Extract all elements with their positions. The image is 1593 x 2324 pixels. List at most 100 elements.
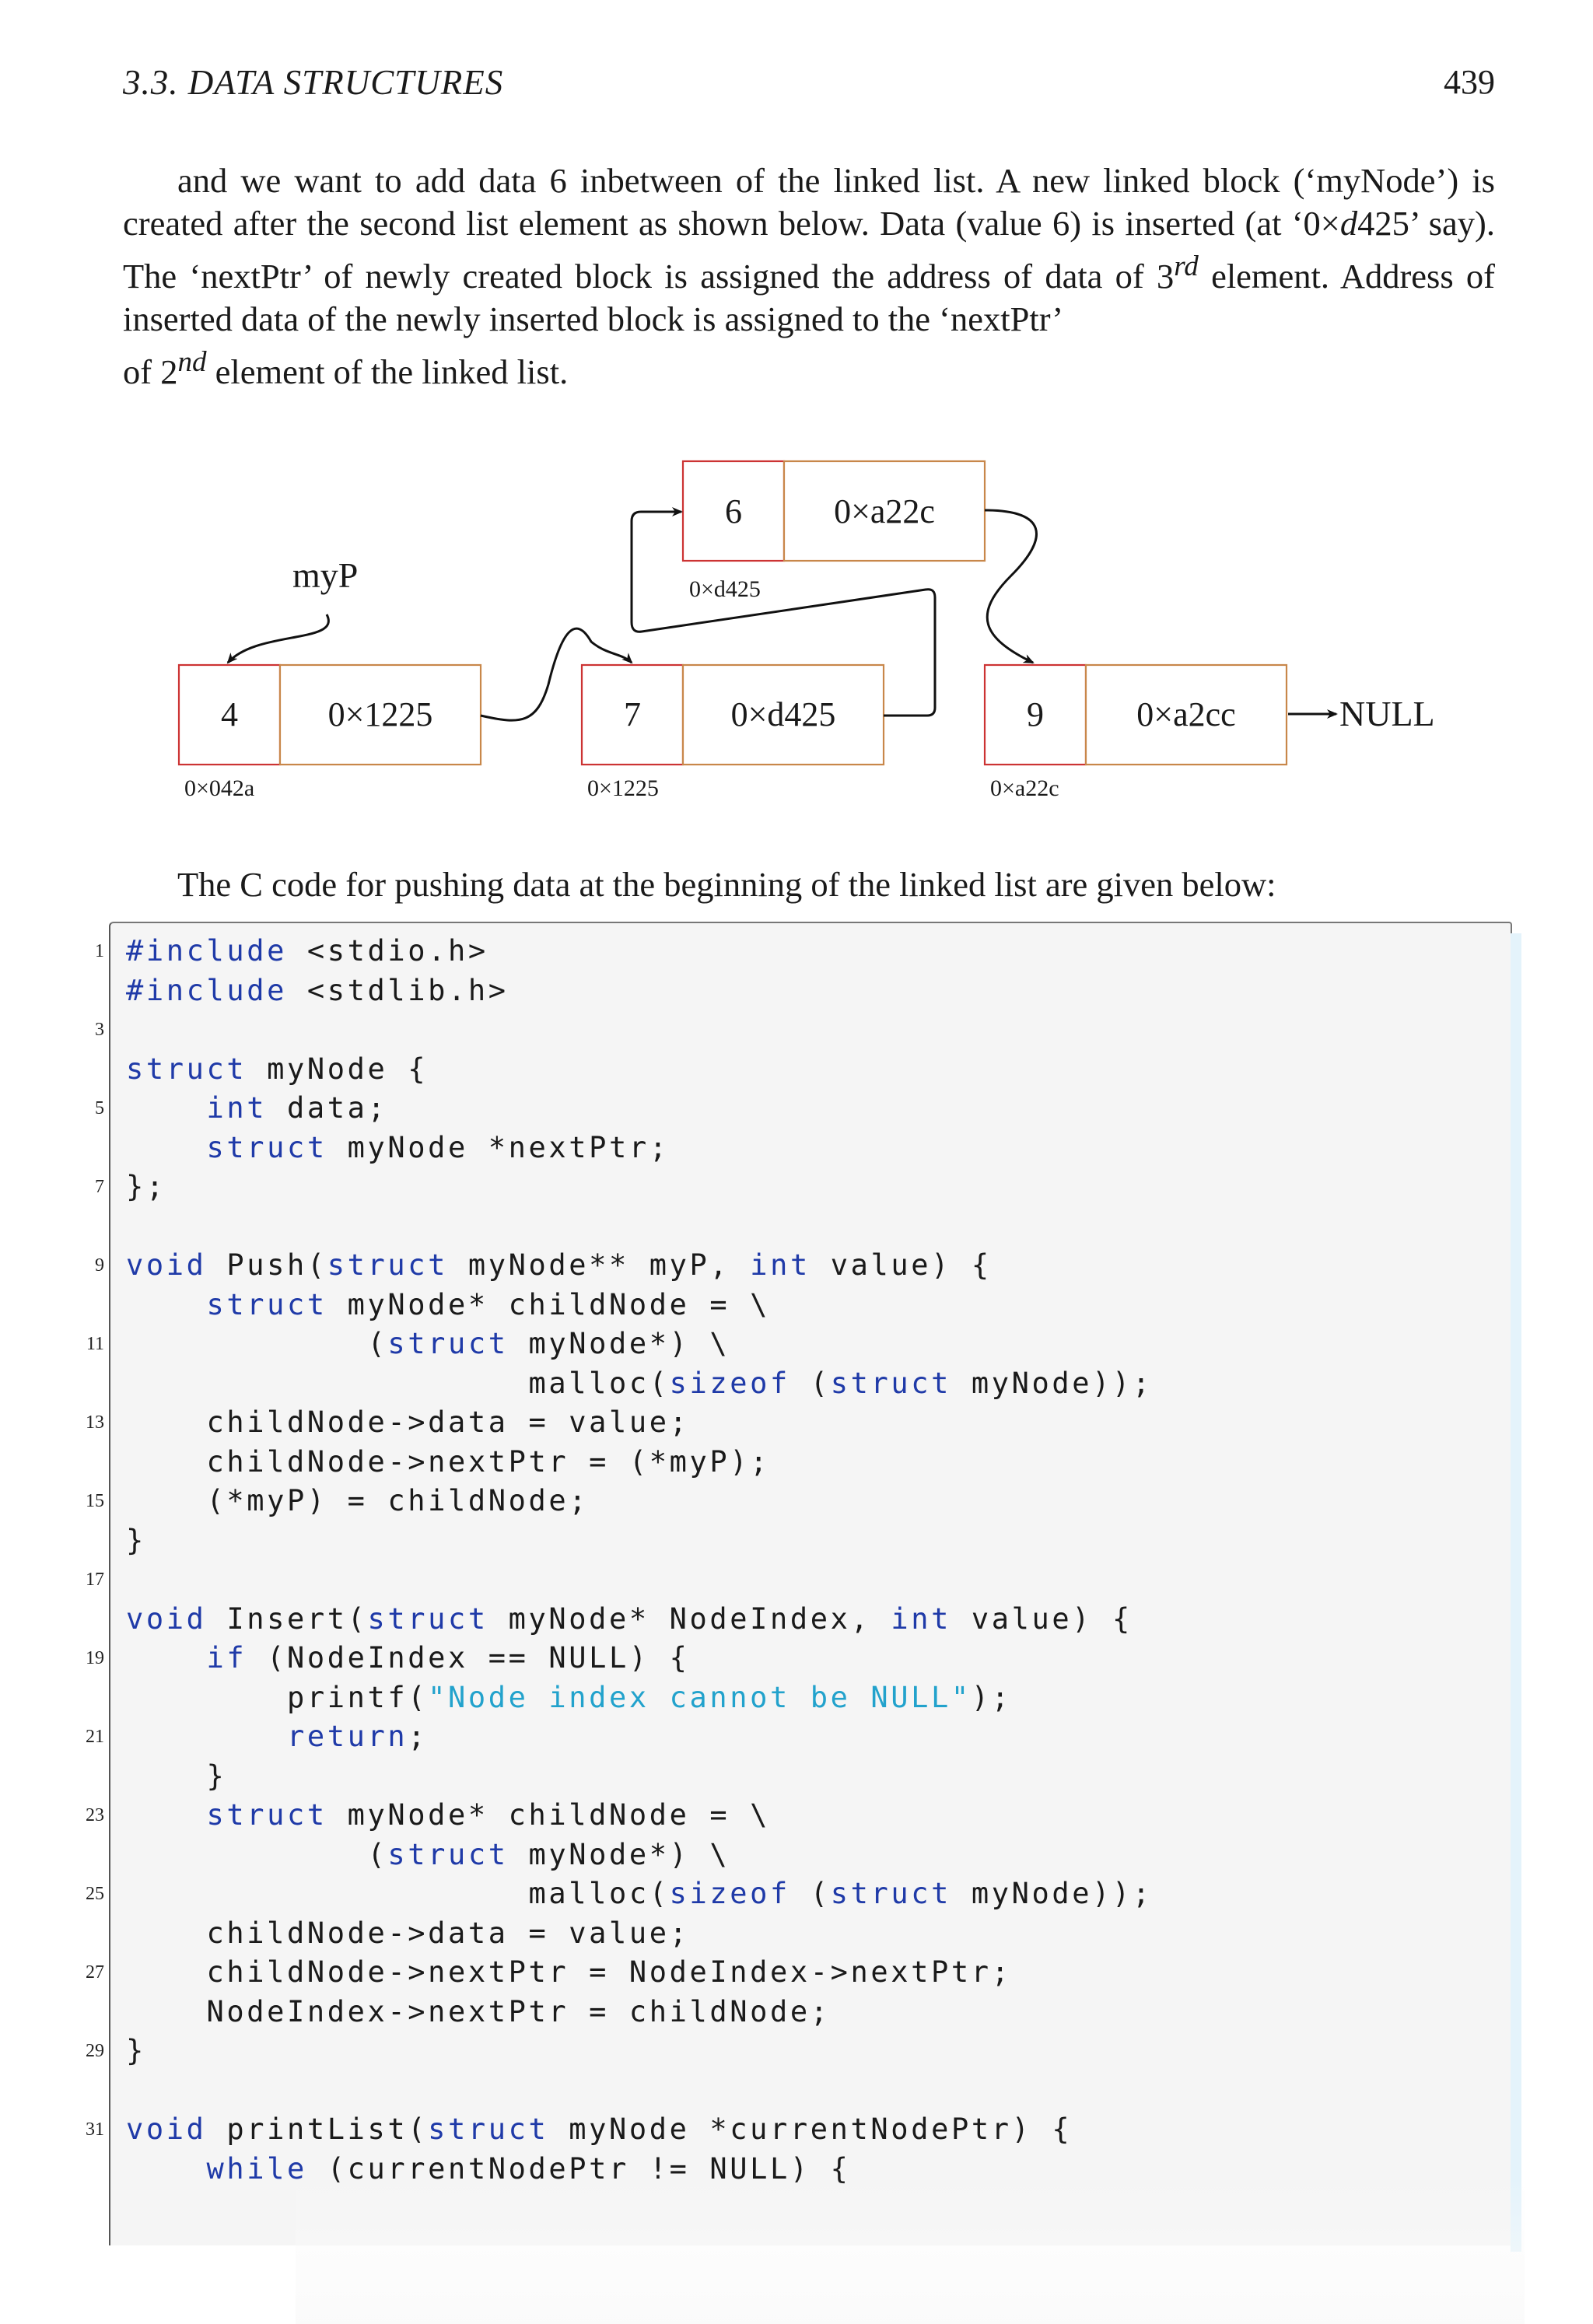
code-string: "Node index cannot be NULL"	[428, 1680, 972, 1714]
code-text: data;	[267, 1091, 388, 1125]
node-6: 6 0×a22c 0×d425	[681, 460, 986, 602]
node-9-pointer-cell	[1084, 663, 1288, 766]
line-number: 5	[95, 1098, 104, 1118]
code-line: if (NodeIndex == NULL) {	[126, 1639, 1153, 1678]
code-line: childNode->nextPtr = NodeIndex->nextPtr;	[126, 1953, 1153, 1993]
node-9-address: 0×a22c	[990, 775, 1059, 801]
code-text: };	[126, 1170, 166, 1203]
code-text: myNode *currentNodePtr) {	[548, 2112, 1073, 2146]
node-9: 9 0×a2cc 0×a22c	[983, 663, 1288, 801]
code-keyword: struct	[367, 1601, 488, 1636]
paragraph-last-line: of 2nd element of the linked list.	[123, 341, 1495, 394]
code-keyword: int	[750, 1248, 811, 1282]
code-line: malloc(sizeof (struct myNode));	[126, 1874, 1153, 1914]
code-line	[126, 1560, 1153, 1600]
line-number	[75, 1836, 104, 1875]
line-number: 31	[86, 2119, 104, 2140]
code-text: <stdio.h>	[287, 934, 488, 968]
code-line: }	[126, 2032, 1153, 2071]
node-9-next: 0×a2cc	[1136, 695, 1235, 733]
code-text: myNode));	[951, 1877, 1153, 1910]
code-text: myNode* NodeIndex,	[488, 1601, 891, 1636]
code-text: printList(	[206, 2112, 429, 2146]
line-number: 21	[86, 1727, 104, 1747]
code-text: }	[126, 1759, 227, 1793]
line-number: 29	[86, 2041, 104, 2061]
code-listing-shadow	[1511, 933, 1521, 2252]
code-line: childNode->data = value;	[126, 1403, 1153, 1443]
code-text: (	[789, 1877, 831, 1910]
paragraph-text: and we want to add data 6 inbetween of t…	[123, 159, 1495, 341]
node-7-address: 0×1225	[587, 775, 659, 801]
code-line: #include <stdio.h>	[126, 932, 1153, 971]
code-text: NodeIndex->nextPtr = childNode;	[126, 1994, 831, 2028]
code-keyword: int	[206, 1091, 268, 1125]
line-number: 15	[86, 1491, 104, 1511]
code-line: childNode->data = value;	[126, 1914, 1153, 1954]
line-number: 25	[86, 1884, 104, 1904]
node-4: 4 0×1225 0×042a	[177, 663, 482, 801]
code-keyword: struct	[206, 1130, 327, 1164]
code-text: printf(	[126, 1680, 429, 1714]
linked-list-diagram: 4 0×1225 0×042a 7 0×d425 0×1225 6 0×a22c…	[177, 460, 1435, 801]
code-keyword: struct	[206, 1798, 327, 1832]
code-line	[126, 1010, 1153, 1050]
code-line: void Insert(struct myNode* NodeIndex, in…	[126, 1600, 1153, 1640]
code-text: (	[126, 1327, 388, 1360]
code-text: myNode *nextPtr;	[327, 1130, 670, 1164]
link-arrow-4-to-7	[480, 627, 633, 722]
node-7-value: 7	[624, 695, 641, 733]
code-text: myNode* childNode = \	[327, 1287, 771, 1321]
code-line: }	[126, 1521, 1153, 1561]
paragraph-part-3: element. Address of inserted data of the…	[123, 256, 1495, 338]
code-text: );	[971, 1680, 1012, 1714]
code-keyword: struct	[327, 1248, 449, 1282]
null-label: NULL	[1339, 694, 1435, 733]
line-number: 7	[95, 1177, 104, 1197]
code-line	[126, 2071, 1153, 2111]
code-keyword: void	[126, 1601, 207, 1636]
line-number	[75, 1521, 104, 1561]
code-text: childNode->nextPtr = (*myP);	[126, 1444, 771, 1479]
line-number	[75, 1443, 104, 1482]
code-text	[126, 1131, 207, 1164]
code-text: childNode->nextPtr = NodeIndex->nextPtr;	[126, 1955, 1012, 1989]
code-intro-text: The C code for pushing data at the begin…	[177, 865, 1276, 904]
link-arrow-6-to-9	[984, 509, 1038, 664]
paragraph-part-5: element of the linked list.	[206, 352, 569, 391]
code-keyword: #include	[126, 973, 288, 1007]
code-text: (NodeIndex == NULL) {	[247, 1641, 690, 1675]
code-line: struct myNode* childNode = \	[126, 1796, 1153, 1836]
code-line: struct myNode* childNode = \	[126, 1286, 1153, 1325]
line-number: 23	[86, 1805, 104, 1825]
node-7-next: 0×d425	[731, 695, 836, 733]
node-6-next: 0×a22c	[834, 492, 935, 530]
code-keyword: #include	[126, 934, 288, 968]
code-line: malloc(sizeof (struct myNode));	[126, 1364, 1153, 1404]
line-number: 11	[86, 1334, 104, 1354]
pointer-arrow	[226, 614, 330, 664]
node-6-pointer-cell	[782, 460, 986, 562]
node-6-address: 0×d425	[689, 576, 761, 602]
code-line: void Push(struct myNode** myP, int value…	[126, 1246, 1153, 1286]
code-keyword: sizeof	[669, 1366, 790, 1400]
code-text: value) {	[810, 1248, 992, 1282]
page-number: 439	[1444, 63, 1495, 101]
code-keyword: return	[287, 1720, 408, 1753]
code-text: myNode* childNode = \	[327, 1798, 771, 1832]
code-keyword: struct	[126, 1052, 247, 1086]
node-4-address: 0×042a	[184, 775, 254, 801]
code-keyword: struct	[428, 2112, 549, 2146]
line-number	[75, 2150, 104, 2189]
node-9-value: 9	[1027, 695, 1044, 733]
code-keyword: struct	[830, 1366, 951, 1400]
code-text: myNode*) \	[508, 1837, 730, 1871]
line-number: 1	[95, 941, 104, 961]
code-text: value) {	[951, 1601, 1133, 1636]
code-line: struct myNode *nextPtr;	[126, 1129, 1153, 1168]
line-number	[75, 1050, 104, 1090]
node-7-data-cell	[580, 663, 684, 766]
node-6-data-cell	[681, 460, 786, 562]
code-text: malloc(	[126, 1877, 670, 1910]
paragraph-italic-d: d	[1339, 204, 1358, 243]
